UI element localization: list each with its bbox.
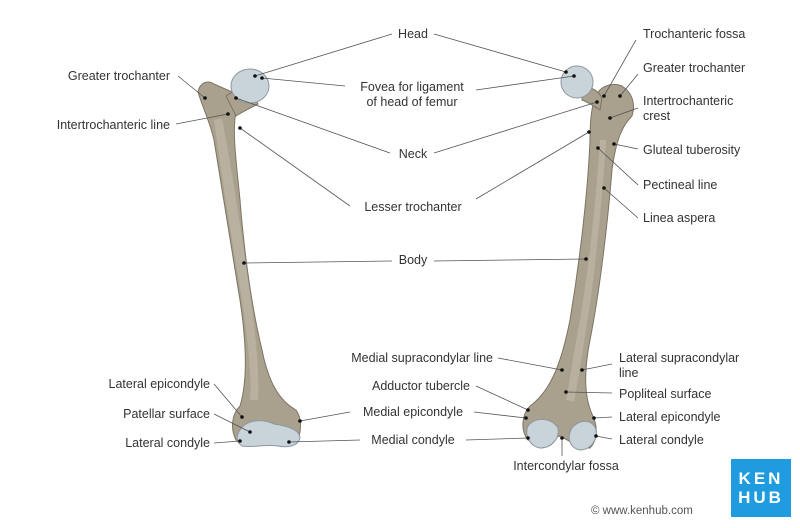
- label-lesser-trochanter: Lesser trochanter: [364, 200, 461, 214]
- label-fovea-line2: of head of femur: [366, 95, 457, 109]
- label-greater-trochanter-right: Greater trochanter: [643, 61, 745, 75]
- label-popliteal-surface: Popliteal surface: [619, 387, 711, 401]
- femur-posterior-medial-condyle: [527, 419, 559, 448]
- label-lateral-condyle-left: Lateral condyle: [125, 436, 210, 450]
- copyright-text: © www.kenhub.com: [591, 505, 693, 517]
- label-lateral-epicondyle-left: Lateral epicondyle: [109, 377, 211, 391]
- logo-line-hub: HUB: [731, 488, 791, 507]
- label-intertrochanteric-crest-line2: crest: [643, 109, 671, 123]
- label-medial-supracondylar-line: Medial supracondylar line: [351, 351, 493, 365]
- label-body: Body: [399, 253, 428, 267]
- label-neck: Neck: [399, 147, 428, 161]
- label-intertrochanteric-crest-line1: Intertrochanteric: [643, 94, 733, 108]
- label-medial-epicondyle: Medial epicondyle: [363, 405, 463, 419]
- labels: Head Fovea for ligament of head of femur…: [57, 27, 746, 473]
- label-head: Head: [398, 27, 428, 41]
- logo-line-ken: KEN: [731, 469, 791, 488]
- label-gluteal-tuberosity: Gluteal tuberosity: [643, 143, 741, 157]
- label-intertrochanteric-line: Intertrochanteric line: [57, 118, 170, 132]
- label-pectineal-line: Pectineal line: [643, 178, 717, 192]
- label-trochanteric-fossa: Trochanteric fossa: [643, 27, 745, 41]
- label-patellar-surface: Patellar surface: [123, 407, 210, 421]
- label-adductor-tubercle: Adductor tubercle: [372, 379, 470, 393]
- label-lateral-supracondylar-line2: line: [619, 366, 639, 380]
- label-fovea-line1: Fovea for ligament: [360, 80, 464, 94]
- label-linea-aspera: Linea aspera: [643, 211, 715, 225]
- femur-anterior-view: [198, 69, 301, 447]
- label-greater-trochanter-left: Greater trochanter: [68, 69, 170, 83]
- label-lateral-supracondylar-line1: Lateral supracondylar: [619, 351, 739, 365]
- label-medial-condyle: Medial condyle: [371, 433, 454, 447]
- label-lateral-condyle-right: Lateral condyle: [619, 433, 704, 447]
- kenhub-logo[interactable]: KEN HUB: [731, 459, 791, 517]
- label-intercondylar-fossa: Intercondylar fossa: [513, 459, 619, 473]
- label-lateral-epicondyle-right: Lateral epicondyle: [619, 410, 721, 424]
- femur-posterior-shaft: [523, 84, 634, 448]
